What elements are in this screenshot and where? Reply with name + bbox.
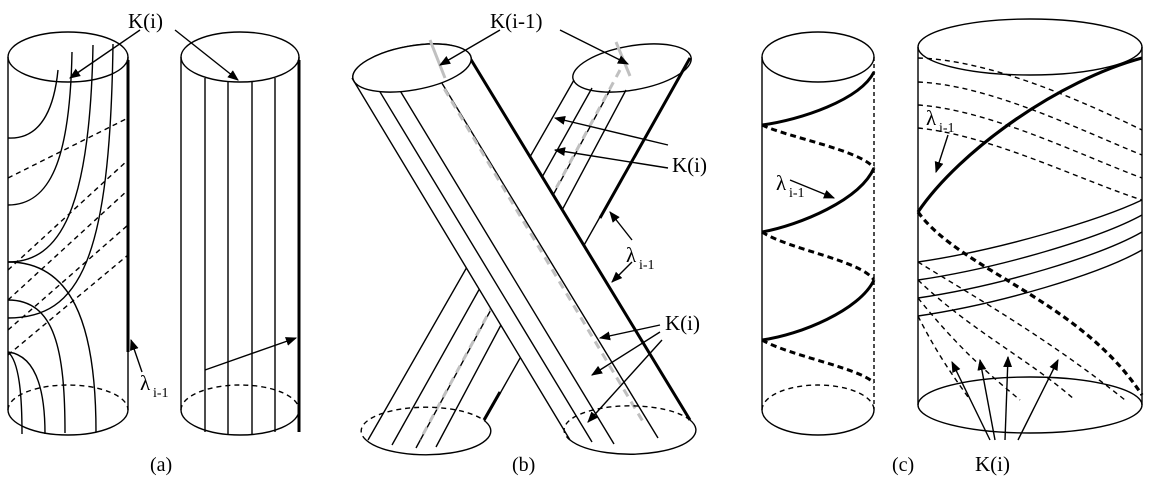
panel-b-bottom-left-ellipse	[365, 421, 492, 456]
panel-c-caption: (c)	[892, 454, 914, 476]
panel-b-caption: (b)	[512, 454, 535, 476]
panel-a-arrow-lambda-right	[204, 337, 298, 371]
panel-a-label-k: K(i)	[128, 9, 163, 33]
panel-b-label-k-upper: K(i)	[672, 153, 707, 177]
panel-c-label-k: K(i)	[975, 452, 1010, 476]
panel-b-arrow-k-lower-3	[587, 339, 663, 423]
panel-c	[761, 18, 1144, 441]
panel-b-arrow-kim1-left	[439, 29, 501, 66]
panel-b-arrow-lambda-upper	[609, 211, 633, 241]
panel-a-arrow-k-right	[174, 29, 239, 81]
panel-c-large-dashed-lower	[917, 261, 1126, 401]
panel-b-label-kim1: K(i-1)	[490, 9, 542, 33]
panel-c-label-lambda-small-sub: i-1	[789, 186, 805, 201]
panel-a-left-k-strands	[7, 43, 114, 435]
panel-a-caption: (a)	[150, 454, 172, 476]
panel-c-arrow-k-1	[951, 360, 991, 441]
panel-c-arrow-lambda-small	[789, 179, 836, 199]
panel-c-label-lambda-small: λ	[776, 171, 787, 195]
panel-a-arrow-k-left	[69, 29, 141, 79]
panel-c-large-k-strands	[917, 199, 1143, 317]
panel-b-bottom-right-ellipse	[569, 419, 697, 455]
panel-c-arrow-k-2	[977, 358, 996, 441]
panel-b-arrow-kim1-right	[559, 29, 630, 65]
panel-c-arrow-lambda-large	[934, 134, 949, 174]
panel-c-large-dashed-upper	[917, 57, 1143, 201]
panel-c-arrow-k-3	[1003, 355, 1013, 441]
panel-a-arrow-lambda-left	[130, 338, 143, 373]
panel-c-large-cylinder	[916, 18, 1144, 434]
panel-b-label-k-lower: K(i)	[665, 311, 700, 335]
panel-b-label-lambda: λ	[626, 243, 637, 267]
panel-a-label-lambda-sub: i-1	[153, 386, 169, 401]
panel-c-lambda-front	[916, 56, 1143, 213]
panel-b-arrow-k-lower-1	[598, 324, 661, 341]
panel-c-label-lambda-large: λ	[926, 106, 937, 130]
panel-c-label-lambda-large-sub: i-1	[939, 121, 955, 136]
panel-b-arrow-lambda-lower	[611, 261, 633, 283]
panel-b-arrow-k-lower-2	[591, 331, 661, 376]
panel-b-label-lambda-sub: i-1	[639, 258, 655, 273]
panel-a	[7, 29, 301, 436]
panel-a-left-cylinder	[7, 31, 130, 436]
panel-b-arrow-k-upper-2	[553, 147, 669, 169]
panel-a-left-dashed-strands	[7, 117, 129, 356]
panel-a-right-cylinder	[180, 31, 301, 436]
panel-b	[351, 29, 697, 456]
panel-c-arrow-k-4	[1017, 358, 1059, 441]
panel-a-label-lambda: λ	[140, 371, 151, 395]
panel-b-arrow-k-upper-1	[553, 115, 669, 146]
panel-c-small-helix-front-3	[761, 279, 876, 342]
panel-a-right-k-strands	[204, 78, 276, 435]
panel-c-small-helix-front-1	[761, 71, 876, 127]
panel-c-lambda-back	[916, 211, 1144, 396]
panel-c-small-cylinder	[761, 31, 876, 436]
panel-c-small-helix-front-2	[761, 167, 876, 234]
